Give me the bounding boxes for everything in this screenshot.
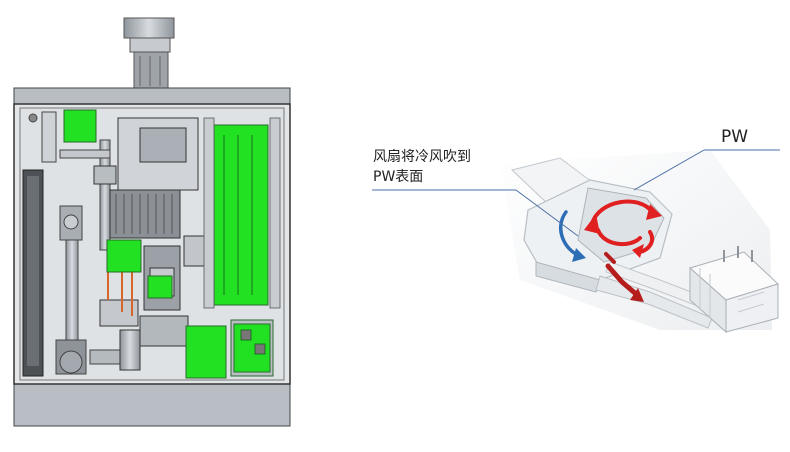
outlet-rail-1 [595, 275, 713, 329]
rotation-arrow-mid [596, 228, 642, 247]
rotation-arrowhead-1 [584, 214, 600, 234]
intake-arrowhead [572, 248, 586, 262]
cabinet-base [13, 383, 291, 427]
cabinet-top-bar [13, 87, 291, 105]
outflow-arrow [605, 263, 639, 297]
rotation-arrow-right [638, 230, 655, 254]
outflow-arrowhead [630, 288, 644, 302]
pcb-small [147, 275, 173, 299]
pw-unit [688, 246, 779, 334]
pcb-main-board [213, 124, 269, 306]
rotation-arrowhead-3 [632, 244, 644, 258]
pcb-bottom-right [233, 323, 271, 373]
caption-leader-line-diagonal [515, 189, 579, 237]
pcb-bottom-left [185, 325, 227, 379]
pcb-top-left [63, 109, 97, 143]
pcb-middle [106, 239, 142, 273]
rotation-arrowhead-2 [646, 204, 662, 220]
pcb-details [203, 117, 281, 355]
exhaust-chimney [123, 17, 175, 89]
airflow-illustration [372, 149, 780, 334]
caption-line-1: 风扇将冷风吹到 [373, 149, 471, 165]
wiring [107, 270, 133, 316]
pcb-boards [63, 109, 274, 379]
cabinet-drawing [13, 17, 291, 427]
caption-line-2: PW表面 [373, 169, 424, 185]
pw-leader-line [633, 149, 705, 191]
pw-label: PW [721, 127, 749, 147]
housing-base [535, 261, 601, 293]
